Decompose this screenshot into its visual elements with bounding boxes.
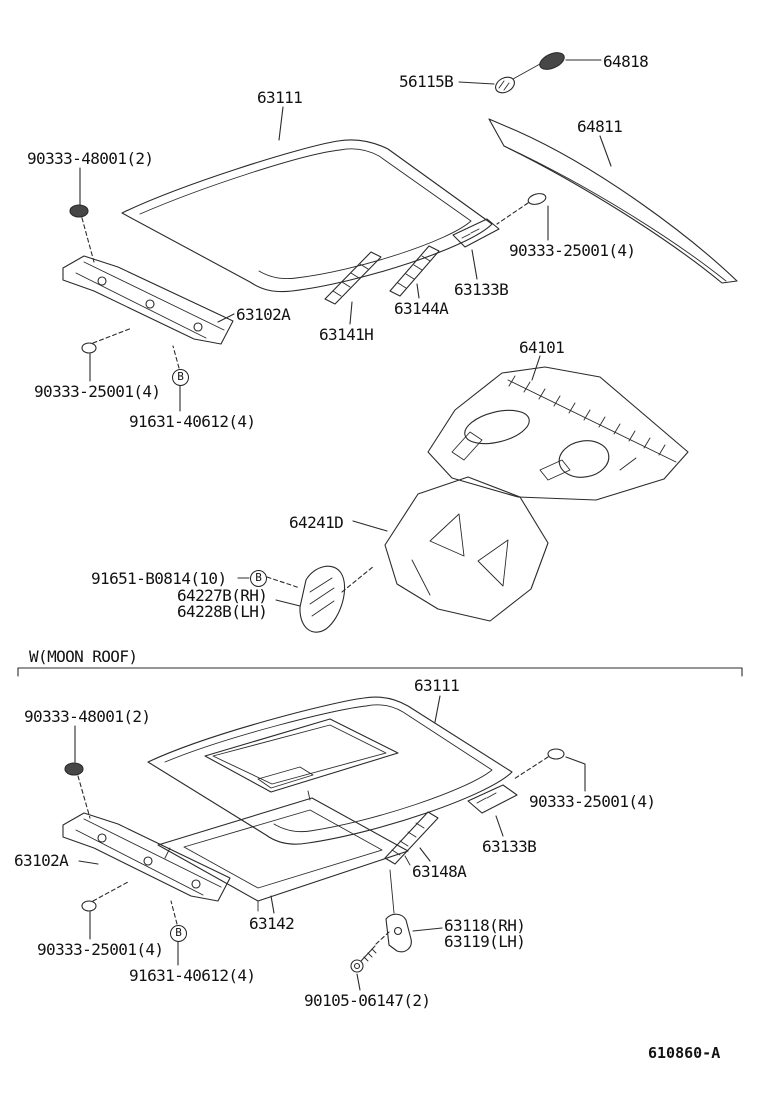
part-label-63102A-bottom: 63102A (14, 851, 69, 870)
part-label-63148A: 63148A (412, 862, 467, 881)
part-label-64811: 64811 (577, 117, 623, 136)
fastener-b-symbol-middle: B (250, 570, 267, 587)
part-label-64241D: 64241D (289, 513, 344, 532)
part-label-63133B-bottom: 63133B (482, 837, 537, 856)
part-label-64227B-rh: 64227B(RH) (177, 586, 268, 605)
part-label-91651-B0814: 91651-B0814(10) (91, 569, 227, 588)
part-label-63141H: 63141H (319, 325, 374, 344)
part-label-64228B-lh: 64228B(LH) (177, 602, 268, 621)
part-label-56115B: 56115B (399, 72, 454, 91)
part-label-64818: 64818 (603, 52, 649, 71)
moon-roof-section-label: W(MOON ROOF) (29, 647, 138, 666)
part-label-90333-25001-bottom-left: 90333-25001(4) (37, 940, 164, 959)
part-label-90333-48001-bottom: 90333-48001(2) (24, 707, 151, 726)
part-label-90333-25001-top-left: 90333-25001(4) (34, 382, 161, 401)
part-label-64101: 64101 (519, 338, 565, 357)
part-label-90333-48001-top: 90333-48001(2) (27, 149, 154, 168)
drawing-number: 610860-A (648, 1044, 721, 1062)
part-label-90105-06147: 90105-06147(2) (304, 991, 431, 1010)
part-label-91631-40612-top: 91631-40612(4) (129, 412, 256, 431)
part-label-63102A-top: 63102A (236, 305, 291, 324)
fastener-b-symbol-top: B (172, 369, 189, 386)
part-label-63144A: 63144A (394, 299, 449, 318)
part-label-63142: 63142 (249, 914, 295, 933)
part-label-63118-rh: 63118(RH) (444, 916, 526, 935)
part-label-63119-lh: 63119(LH) (444, 932, 526, 951)
part-label-63133B-top: 63133B (454, 280, 509, 299)
part-label-63111-top: 63111 (257, 88, 303, 107)
part-label-90333-25001-bottom-right: 90333-25001(4) (529, 792, 656, 811)
part-label-63111-moonroof: 63111 (414, 676, 460, 695)
part-label-91631-40612-bottom: 91631-40612(4) (129, 966, 256, 985)
part-label-90333-25001-top-right: 90333-25001(4) (509, 241, 636, 260)
fastener-b-symbol-bottom: B (170, 925, 187, 942)
